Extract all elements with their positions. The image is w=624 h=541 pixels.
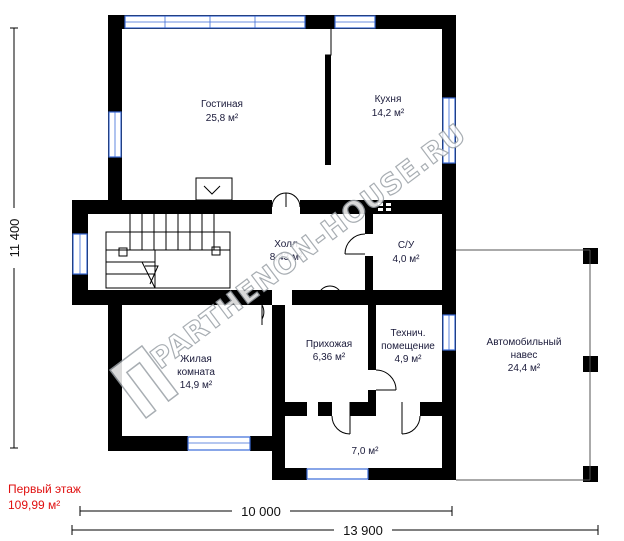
room-hall-name: Холл bbox=[274, 239, 298, 250]
room-wc-name: С/У bbox=[398, 240, 415, 251]
door-entry-arc-left bbox=[317, 285, 331, 299]
room-wc-area: 4,0 м² bbox=[393, 254, 421, 265]
door-entry-arc-right bbox=[329, 285, 343, 299]
carport-outline bbox=[456, 249, 591, 481]
window-bedroom-bottom bbox=[187, 436, 251, 451]
floor-area: 109,99 м² bbox=[8, 498, 61, 512]
room-kitchen-name: Кухня bbox=[375, 94, 402, 105]
room-kitchen-area: 14,2 м² bbox=[372, 108, 405, 119]
dimension-total-width: 13 900 bbox=[343, 523, 383, 538]
doors bbox=[261, 26, 421, 435]
watermark: PARTHENON-HOUSE.RU bbox=[108, 116, 473, 419]
walls bbox=[72, 15, 598, 482]
room-tech-area: 4,9 м² bbox=[395, 354, 423, 365]
floor-caption: Первый этаж 109,99 м² bbox=[8, 481, 81, 513]
dimension-height: 11 400 bbox=[7, 219, 22, 258]
room-bedroom-line1: Жилая bbox=[180, 354, 212, 365]
window-mullions bbox=[79, 16, 450, 444]
room-hall-area: 8,43 м² bbox=[270, 252, 303, 263]
dimension-lines bbox=[10, 27, 599, 535]
watermark-logo-icon bbox=[108, 344, 180, 419]
room-living-area: 25,8 м² bbox=[206, 113, 239, 124]
room-carport-line1: Автомобильный bbox=[487, 336, 562, 348]
dimension-inner-width: 10 000 bbox=[241, 504, 281, 519]
room-tech-line2: помещение bbox=[381, 341, 435, 352]
door-wc-arc bbox=[344, 233, 366, 255]
room-entry-name: Прихожая bbox=[306, 339, 352, 350]
room-carport-line2: навес bbox=[511, 350, 538, 361]
door-tech-arc bbox=[375, 369, 397, 391]
room-porch-area: 7,0 м² bbox=[352, 446, 380, 457]
door-living-arc-right bbox=[285, 192, 301, 208]
staircase bbox=[105, 214, 231, 289]
door-living-arc-left bbox=[271, 192, 287, 208]
room-entry-area: 6,36 м² bbox=[313, 352, 346, 363]
window-porch-bottom bbox=[306, 468, 369, 480]
room-bedroom-area: 14,9 м² bbox=[180, 380, 213, 391]
door-porch-arc-left bbox=[331, 415, 351, 435]
vent-grille bbox=[378, 203, 391, 211]
room-tech-line1: Технич. bbox=[391, 328, 426, 339]
kitchen-opening bbox=[325, 26, 332, 56]
door-porch-arc-right bbox=[401, 415, 421, 435]
room-bedroom-line2: комната bbox=[177, 367, 215, 378]
room-carport-area: 24,4 м² bbox=[508, 363, 541, 374]
room-living-name: Гостиная bbox=[201, 99, 243, 110]
stove-symbol bbox=[195, 177, 233, 207]
floor-name: Первый этаж bbox=[8, 482, 81, 496]
